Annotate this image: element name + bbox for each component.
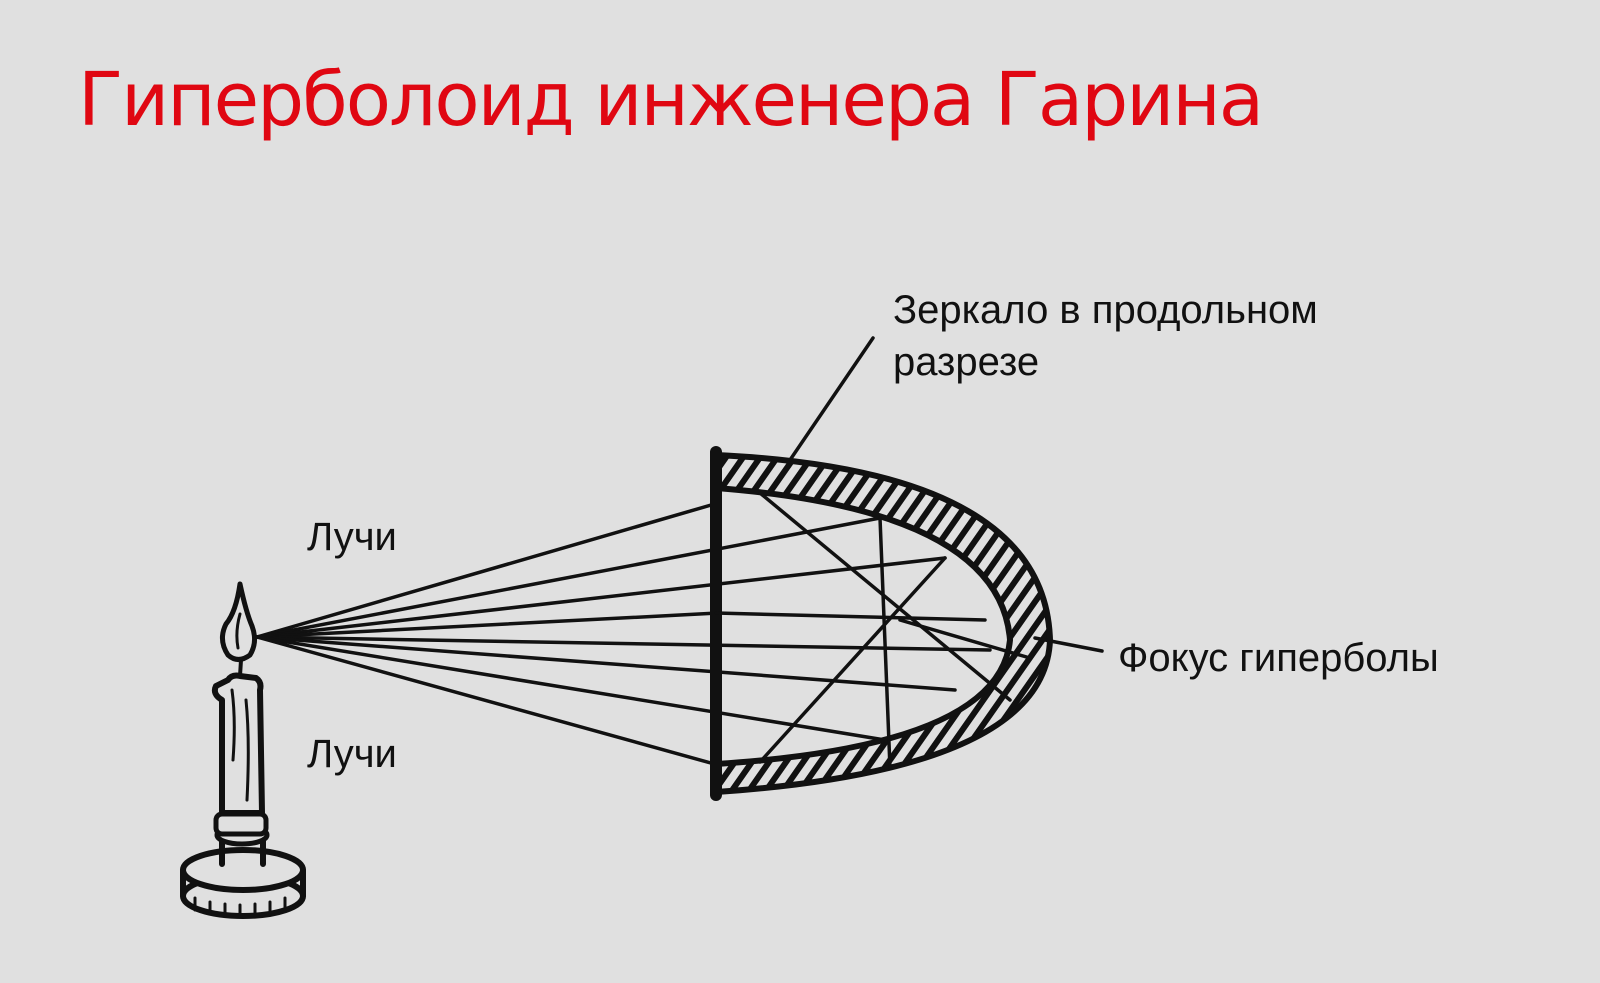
focus-leader-line bbox=[1033, 636, 1104, 653]
focus-label: Фокус гиперболы bbox=[1118, 636, 1439, 680]
candle-icon bbox=[180, 581, 306, 919]
rays-label-bottom: Лучи bbox=[307, 732, 397, 776]
slide-title: Гиперболоид инженера Гарина bbox=[78, 57, 1264, 143]
mirror-label: Зеркало в продольном разрезе bbox=[893, 284, 1318, 388]
mirror-leader-line bbox=[788, 336, 875, 462]
mirror-label-line-1: Зеркало в продольном bbox=[893, 288, 1318, 332]
light-rays bbox=[255, 501, 992, 767]
rays-label-top: Лучи bbox=[307, 515, 397, 559]
mirror-label-line-2: разрезе bbox=[893, 340, 1040, 384]
hyperbolic-mirror bbox=[710, 446, 1053, 801]
